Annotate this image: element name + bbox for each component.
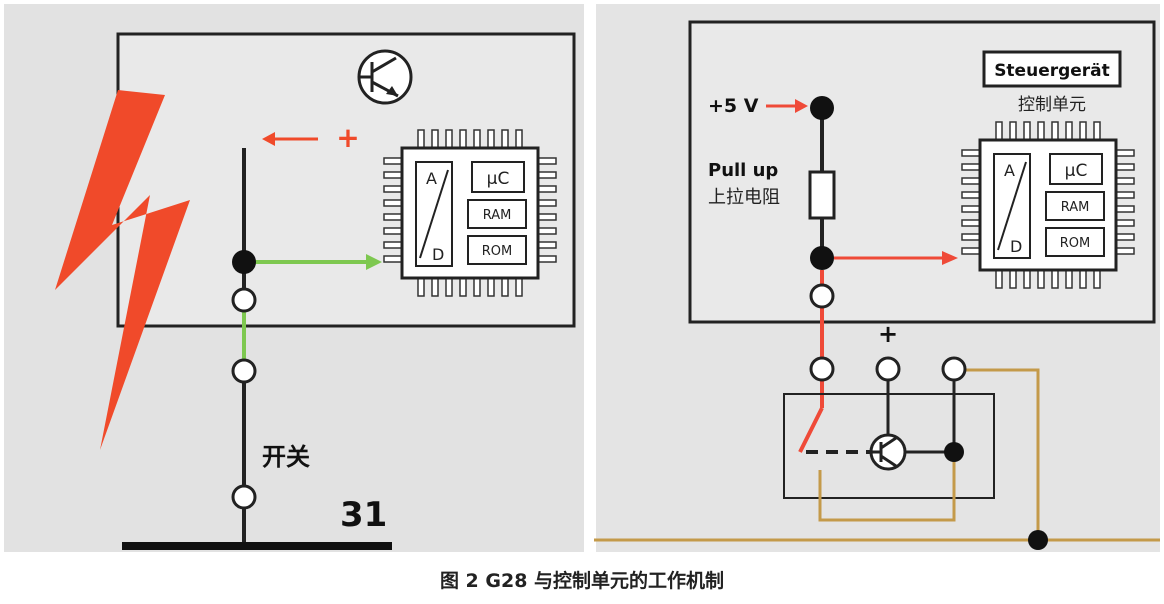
figure-caption: 图 2 G28 与控制单元的工作机制	[439, 570, 725, 592]
supply-label: +5 V	[708, 95, 759, 117]
left-rom-box	[467, 235, 527, 265]
unit-title: Steuergerät	[994, 61, 1110, 81]
ground-bar	[122, 542, 392, 550]
transistor-icon	[357, 49, 413, 105]
switch-label: 开关	[262, 443, 310, 471]
pullup-label: Pull up	[708, 160, 778, 181]
left-rom-label: ROM	[482, 244, 512, 259]
left-plus-sign: +	[336, 121, 359, 154]
unit-title-box	[982, 50, 1122, 88]
right-terminal-2	[809, 356, 835, 382]
left-ad-d-label: D	[432, 245, 444, 264]
switch-contact	[798, 407, 824, 453]
left-ram-label: RAM	[483, 208, 512, 223]
right-ram-box	[1045, 191, 1105, 221]
minus-arrow-icon	[262, 132, 275, 146]
right-uc-box	[1049, 153, 1103, 185]
left-terminal-2	[231, 358, 257, 384]
right-rom-box	[1045, 227, 1105, 257]
brown-wire-loop	[818, 462, 956, 522]
right-uc-label: μC	[1065, 161, 1088, 181]
right-rom-label: ROM	[1060, 236, 1090, 251]
supply-arrow-icon	[795, 99, 808, 113]
switch-transistor-icon	[869, 433, 907, 471]
left-uc-label: μC	[487, 169, 510, 189]
pullup-sub-label: 上拉电阻	[708, 187, 780, 208]
left-terminal-1	[231, 287, 257, 313]
lightning-bolt-icon	[55, 90, 190, 450]
right-ad-d-label: D	[1010, 237, 1022, 256]
left-terminal-3	[231, 484, 257, 510]
right-ad-a-label: A	[1004, 161, 1015, 180]
left-panel: + 开关 31 A D μC RAM	[4, 4, 584, 552]
output-node	[944, 442, 964, 462]
supply-node	[810, 96, 834, 120]
right-chip: A D μC RAM ROM	[961, 121, 1135, 289]
left-junction-node	[232, 250, 256, 274]
left-signal-arrow-icon	[366, 254, 382, 270]
left-ram-box	[467, 199, 527, 229]
right-signal-arrow-icon	[942, 251, 958, 265]
brown-wire-right	[966, 368, 1040, 540]
right-junction-node	[810, 246, 834, 270]
right-plus-sign: +	[878, 320, 898, 348]
left-ad-a-label: A	[426, 169, 437, 188]
right-terminal-4	[941, 356, 967, 382]
right-ram-label: RAM	[1061, 200, 1090, 215]
left-chip: A D μC RAM ROM	[383, 129, 557, 297]
left-uc-box	[471, 161, 525, 193]
right-terminal-1	[809, 283, 835, 309]
right-terminal-3	[875, 356, 901, 382]
pullup-resistor	[808, 170, 836, 220]
right-panel: Steuergerät 控制单元 +5 V Pull up 上拉电阻 +	[594, 4, 1160, 552]
ground-label: 31	[340, 495, 387, 535]
unit-subtitle: 控制单元	[1018, 95, 1086, 115]
brown-ground-node	[1028, 530, 1048, 550]
